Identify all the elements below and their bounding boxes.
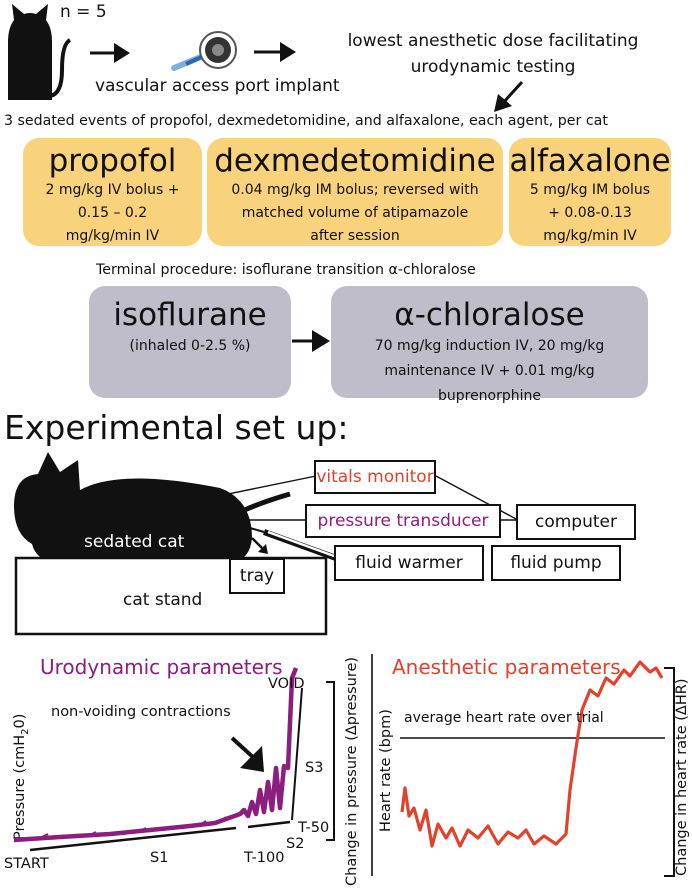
t100-label: T-100 (244, 850, 285, 866)
agent-dose-line: (inhaled 0-2.5 %) (129, 338, 251, 354)
s1-line (29, 826, 237, 852)
agent-name: alfaxalone (509, 143, 671, 179)
agent-dose-line: 70 mg/kg induction IV, 20 mg/kg (374, 338, 605, 354)
void-label: VOID (268, 676, 305, 692)
pressure-bracket (326, 681, 335, 841)
parameter-plots: Pressure (cmH20) Change in pressure (Δpr… (12, 654, 690, 886)
agent-dose-line: + 0.08-0.13 (548, 205, 632, 221)
agent-dose-line: mg/kg/min IV (65, 228, 160, 244)
fluid-pump-box: fluid pump (491, 545, 621, 581)
vitals-monitor-box: vitals monitor (314, 460, 436, 494)
delta-pressure-label: Change in pressure (Δpressure) (344, 657, 360, 886)
arrow-down-left-icon (494, 80, 524, 112)
s2-label: S2 (286, 836, 305, 852)
agent-dose-line: mg/kg/min IV (543, 228, 637, 244)
cat-silhouette-icon (8, 4, 72, 100)
agent-dose-line: 0.15 – 0.2 (77, 205, 148, 221)
access-port-icon (171, 31, 237, 71)
isoflurane-box: isoflurane (inhaled 0-2.5 %) (89, 286, 291, 398)
chloralose-box: α-chloralose 70 mg/kg induction IV, 20 m… (331, 286, 648, 404)
arrow-icon (240, 746, 264, 772)
agent-name: isoflurane (113, 297, 267, 333)
computer-box: computer (516, 504, 636, 540)
agent-name: propofol (48, 143, 177, 179)
fluid-warmer-box: fluid warmer (334, 545, 484, 581)
tray-label: tray (239, 566, 275, 586)
agent-dose-line: 2 mg/kg IV bolus + (45, 182, 180, 198)
cat-body-shape (14, 452, 252, 562)
arrow-right-icon (254, 42, 296, 62)
pump-label: fluid pump (510, 553, 602, 573)
pressure-trace (13, 667, 299, 843)
average-hr-label: average heart rate over trial (404, 710, 604, 726)
heart-rate-trace (400, 660, 664, 848)
t50-label: T-50 (298, 820, 330, 836)
port-label: vascular access port implant (95, 76, 340, 96)
pressure-transducer-box: pressure transducer (305, 504, 501, 538)
agent-dose-line: buprenorphine (437, 388, 542, 404)
vitals-label: vitals monitor (316, 467, 434, 487)
agent-name: α-chloralose (394, 297, 585, 333)
agent-dose-line: 0.04 mg/kg IM bolus; reversed with (231, 182, 479, 198)
contraction-annotation: non-voiding contractions (51, 704, 231, 720)
tray-box: tray (229, 558, 285, 594)
events-label: 3 sedated events of propofol, dexmedetom… (4, 113, 608, 129)
terminal-label: Terminal procedure: isoflurane transitio… (96, 262, 476, 278)
agent-dose-line: matched volume of atipamazole (241, 205, 469, 221)
delta-hr-label: Change in heart rate (ΔHR) (674, 679, 690, 876)
cat-label: sedated cat (84, 532, 185, 552)
goal-line-2: urodynamic testing (410, 57, 576, 77)
s1-label: S1 (150, 850, 169, 866)
n-label: n = 5 (60, 2, 107, 22)
s2-line (247, 820, 291, 829)
stand-label: cat stand (123, 590, 203, 610)
dexmedetomidine-box: dexmedetomidine 0.04 mg/kg IM bolus; rev… (207, 138, 503, 246)
agent-name: dexmedetomidine (214, 143, 496, 179)
s3-label: S3 (305, 760, 324, 776)
alfaxalone-box: alfaxalone 5 mg/kg IM bolus + 0.08-0.13 … (509, 138, 671, 246)
arrow-right-icon (90, 43, 130, 63)
hr-ylabel: Heart rate (bpm) (378, 709, 394, 832)
uro-ylabel: Pressure (cmH20) (12, 714, 31, 840)
propofol-box: propofol 2 mg/kg IV bolus + 0.15 – 0.2 m… (23, 138, 202, 246)
start-label: START (4, 856, 49, 872)
goal-line-1: lowest anesthetic dose facilitating (347, 31, 639, 51)
warmer-label: fluid warmer (355, 553, 463, 573)
agent-dose-line: after session (310, 228, 400, 244)
agent-dose-line: maintenance IV + 0.01 mg/kg (384, 363, 595, 379)
agent-dose-line: 5 mg/kg IM bolus (529, 182, 651, 198)
transducer-label: pressure transducer (317, 511, 489, 531)
hr-bracket (664, 667, 675, 877)
arrow-right-icon (292, 330, 330, 352)
anes-title: Anesthetic parameters (392, 655, 621, 679)
computer-label: computer (535, 512, 617, 532)
uro-title: Urodynamic parameters (40, 655, 283, 679)
setup-title: Experimental set up: (4, 408, 349, 447)
s3-line (291, 687, 303, 821)
goal-text: lowest anesthetic dose facilitating urod… (308, 28, 678, 80)
